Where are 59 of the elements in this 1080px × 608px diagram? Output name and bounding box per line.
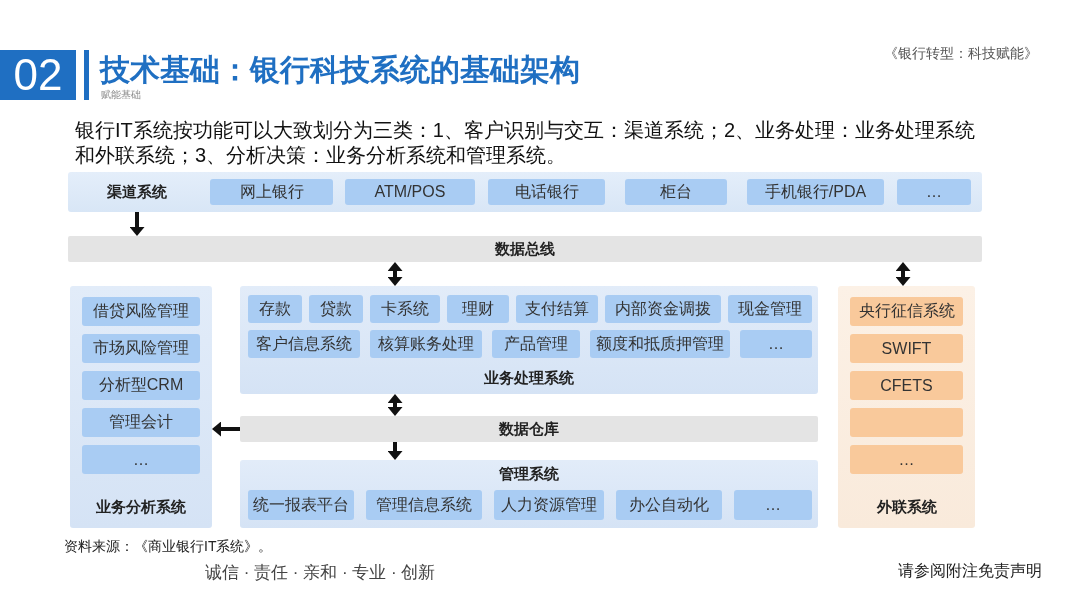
module-box: 分析型CRM [82, 371, 200, 400]
system-panel [838, 286, 975, 528]
system-panel [240, 460, 818, 528]
source-note: 资料来源：《商业银行IT系统》。 [64, 538, 273, 556]
intro-paragraph: 银行IT系统按功能可以大致划分为三类：1、客户识别与交互：渠道系统；2、业务处理：业务处理系统和外联系统；3、分析决策：业务分析系统和管理系统。 [75, 118, 977, 168]
module-box: ATM/POS [345, 179, 475, 205]
module-box: 客户信息系统 [248, 330, 360, 358]
section-subtitle: 赋能基础 [101, 88, 141, 102]
panel-title: 业务分析系统 [95, 496, 187, 517]
module-box: … [734, 490, 812, 520]
module-box: 统一报表平台 [248, 490, 354, 520]
system-panel [70, 286, 212, 528]
module-box: … [82, 445, 200, 474]
module-box: CFETS [850, 371, 963, 400]
module-box: … [897, 179, 971, 205]
band-title: 渠道系统 [106, 181, 168, 202]
module-box: 理财 [447, 295, 509, 323]
panel-title: 业务处理系统 [483, 367, 575, 388]
disclaimer-note: 请参阅附注免责声明 [898, 561, 1042, 581]
slide-title: 技术基础：银行科技系统的基础架构 [100, 52, 580, 88]
module-box: … [850, 445, 963, 474]
module-box: 现金管理 [728, 295, 812, 323]
system-panel [240, 286, 818, 394]
module-box: 办公自动化 [616, 490, 722, 520]
layer-band: 数据仓库 [240, 416, 818, 442]
module-box: 人力资源管理 [494, 490, 604, 520]
section-number: 02 [0, 50, 76, 100]
module-box: 借贷风险管理 [82, 297, 200, 326]
module-box: 核算账务处理 [370, 330, 482, 358]
module-box: 产品管理 [492, 330, 580, 358]
module-box: 贷款 [309, 295, 363, 323]
module-box: 央行征信系统 [850, 297, 963, 326]
module-box: 支付结算 [516, 295, 598, 323]
module-box: 额度和抵质押管理 [590, 330, 730, 358]
double-arrow [387, 394, 403, 416]
report-title: 《银行转型：科技赋能》 [884, 45, 1038, 63]
module-box: 电话银行 [488, 179, 605, 205]
module-box: 市场风险管理 [82, 334, 200, 363]
panel-title: 管理系统 [498, 464, 560, 484]
module-box: 柜台 [625, 179, 727, 205]
module-box: 卡系统 [370, 295, 440, 323]
layer-band: 数据总线 [68, 236, 982, 262]
arrow [129, 212, 145, 236]
module-box: 内部资金调拨 [605, 295, 721, 323]
double-arrow [387, 262, 403, 286]
module-box: 网上银行 [210, 179, 333, 205]
module-box: 管理信息系统 [366, 490, 482, 520]
arrow [212, 421, 240, 437]
module-box: … [740, 330, 812, 358]
double-arrow [895, 262, 911, 286]
module-box [850, 408, 963, 437]
module-box: 管理会计 [82, 408, 200, 437]
arrow [387, 442, 403, 460]
panel-title: 外联系统 [875, 496, 938, 517]
layer-band [68, 172, 982, 212]
module-box: SWIFT [850, 334, 963, 363]
module-box: 存款 [248, 295, 302, 323]
module-box: 手机银行/PDA [747, 179, 884, 205]
slogan-text: 诚信 · 责任 · 亲和 · 专业 · 创新 [205, 562, 436, 584]
